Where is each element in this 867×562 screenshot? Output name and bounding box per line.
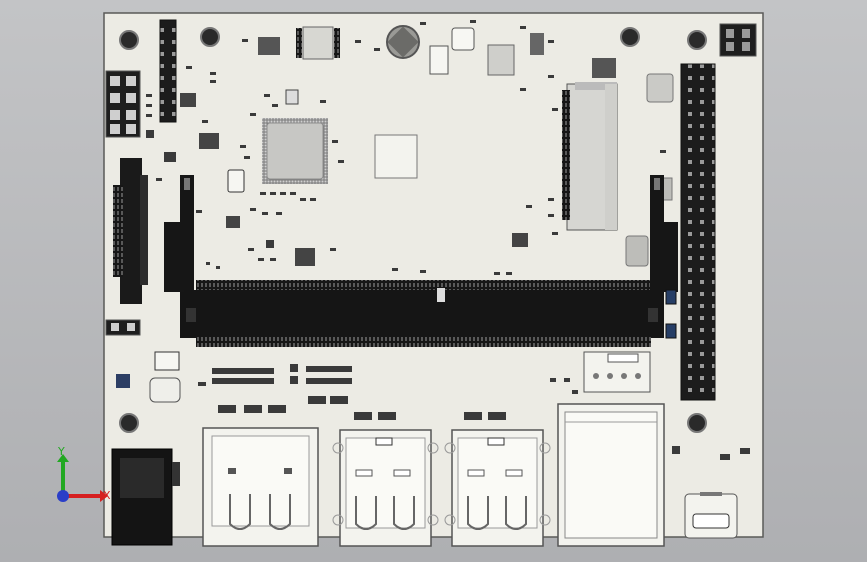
usb-port-stack-1 — [202, 427, 319, 547]
pin-header-vertical — [159, 19, 177, 123]
usb-port-stack-3 — [444, 429, 551, 547]
soc-chip-qfp — [262, 118, 328, 184]
led — [665, 289, 677, 305]
mounting-holes — [119, 27, 707, 433]
component-outline — [374, 134, 418, 179]
smd-passives — [146, 20, 666, 275]
usb-port-stack-2 — [332, 429, 439, 547]
axis-y-label: Y — [57, 445, 65, 458]
ethernet-rj45 — [557, 403, 665, 547]
led — [665, 323, 677, 339]
jumper-header-topright — [719, 23, 757, 57]
sodimm-latch-left — [164, 175, 194, 292]
sodimm-latch-right — [650, 175, 678, 292]
component — [116, 374, 130, 388]
mounting-hole — [119, 30, 139, 50]
header-2pin — [105, 319, 141, 336]
push-button — [149, 377, 181, 403]
passive-arrays — [198, 364, 750, 460]
mounting-hole — [200, 27, 220, 47]
mounting-hole — [687, 30, 707, 50]
mounting-hole — [119, 413, 139, 433]
gpio-header-2x20 — [680, 63, 716, 401]
sodimm-socket — [180, 280, 664, 347]
dc-power-jack — [111, 448, 180, 546]
top-components — [180, 25, 674, 267]
fpc-connector — [113, 158, 148, 304]
component — [154, 351, 180, 371]
mounting-hole — [620, 27, 640, 47]
axis-x-label: X — [103, 489, 111, 502]
coordinate-triad: X Y — [57, 445, 111, 502]
fan-connector — [583, 351, 651, 393]
mounting-hole — [687, 413, 707, 433]
micro-usb-port — [684, 492, 738, 539]
m2-slot — [562, 82, 618, 231]
jumper-header-left — [105, 70, 141, 138]
